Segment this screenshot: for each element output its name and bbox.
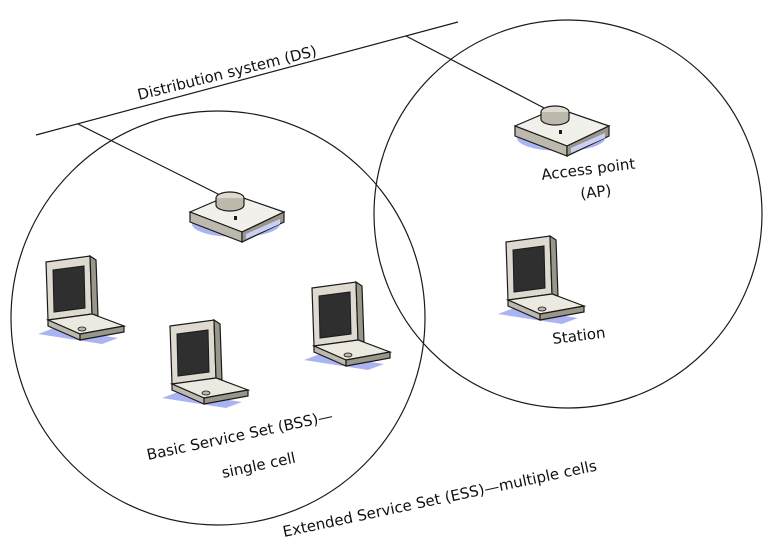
bss-label-line1: Basic Service Set (BSS)—: [145, 407, 334, 464]
access-point-icon: [189, 191, 285, 243]
ds-label: Distribution system (DS): [136, 42, 319, 104]
ess-label: Extended Service Set (ESS)—multiple cell…: [281, 457, 598, 541]
laptop-icon: [161, 319, 249, 409]
station-label: Station: [551, 324, 606, 348]
ds-link-ess-ap: [405, 35, 549, 111]
laptop-icon: [37, 255, 125, 345]
laptop-icon: [303, 281, 391, 371]
distribution-system-line: [35, 21, 459, 136]
bss-label-line2: single cell: [220, 449, 297, 482]
ds-link-bss-ap: [77, 123, 223, 197]
bss-circle: [10, 110, 426, 526]
access-point-icon: [514, 105, 610, 157]
laptop-icon: [497, 235, 585, 325]
ap-label-line2: (AP): [579, 181, 612, 203]
ess-second-cell-circle: [373, 19, 763, 409]
ap-label-line1: Access point: [540, 155, 636, 184]
